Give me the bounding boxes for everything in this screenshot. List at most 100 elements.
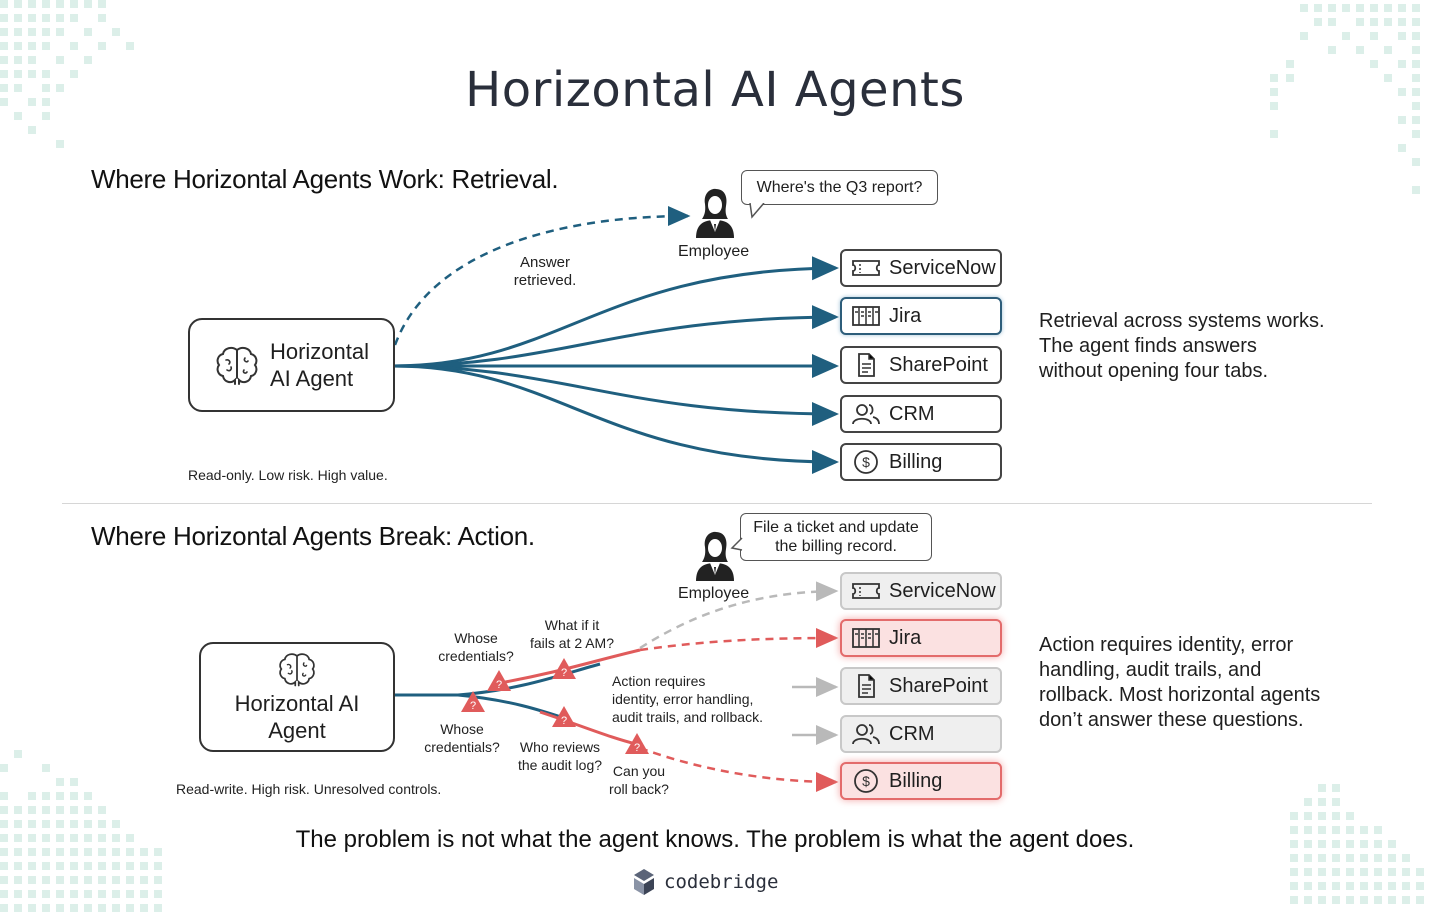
flow-billing xyxy=(392,364,839,474)
svg-text:?: ? xyxy=(561,667,567,679)
ticket-icon xyxy=(852,260,880,276)
system-label: Billing xyxy=(889,769,943,792)
action-upper-red xyxy=(499,648,641,685)
dollar-icon: $ xyxy=(854,769,878,793)
document-icon xyxy=(858,353,875,377)
action-requires-note: Action requires identity, error handling… xyxy=(612,672,790,726)
retrieval-heading: Where Horizontal Agents Work: Retrieval. xyxy=(91,164,559,195)
employee-label: Employee xyxy=(678,585,750,602)
question-audit: Who reviews the audit log? xyxy=(508,738,612,774)
question-rollback: Can you roll back? xyxy=(600,762,678,798)
users-icon xyxy=(852,404,880,425)
question-line: credentials? xyxy=(438,648,514,664)
brand-name: codebridge xyxy=(664,871,779,893)
system-label: CRM xyxy=(889,722,935,745)
action-system-servicenow[interactable]: ServiceNow xyxy=(840,572,1002,610)
question-fails: What if it fails at 2 AM? xyxy=(520,616,624,652)
system-label: SharePoint xyxy=(889,674,988,697)
question-line: What if it xyxy=(544,617,600,633)
system-label: Jira xyxy=(889,304,922,327)
warning-icon: ? xyxy=(487,670,511,691)
flow-crm xyxy=(392,364,839,426)
note-line: identity, error handling, xyxy=(612,691,754,707)
page-title: Horizontal AI Agents xyxy=(465,62,965,118)
agent-label-line2: AI Agent xyxy=(269,366,354,391)
system-servicenow[interactable]: ServiceNow xyxy=(840,249,1002,287)
flow-servicenow xyxy=(392,256,839,368)
flow-answer xyxy=(393,206,691,346)
system-label: SharePoint xyxy=(889,353,988,376)
action-to-servicenow xyxy=(639,581,839,650)
system-sharepoint[interactable]: SharePoint xyxy=(840,346,1002,384)
system-label: Billing xyxy=(889,450,943,473)
side-line: rollback. Most horizontal agents xyxy=(1039,684,1321,706)
action-system-jira[interactable]: Jira xyxy=(840,619,1002,657)
question-line: fails at 2 AM? xyxy=(529,635,615,651)
side-line: handling, audit trails, and xyxy=(1039,659,1262,681)
svg-text:?: ? xyxy=(496,679,502,691)
side-line: The agent finds answers xyxy=(1039,335,1257,357)
document-icon xyxy=(858,674,875,698)
system-label: ServiceNow xyxy=(889,579,996,602)
question-line: Can you xyxy=(612,763,666,779)
system-label: ServiceNow xyxy=(889,256,996,279)
side-line: don’t answer these questions. xyxy=(1039,709,1304,731)
side-line: without opening four tabs. xyxy=(1039,360,1269,382)
action-side-text: Action requires identity, error handling… xyxy=(1039,633,1359,733)
retrieval-agent-box: Horizontal AI Agent xyxy=(188,318,395,412)
action-lower-red xyxy=(539,710,641,747)
question-whose-top: Whose credentials? xyxy=(428,629,524,665)
question-line: credentials? xyxy=(424,739,500,755)
dollar-icon: $ xyxy=(854,450,878,474)
system-crm[interactable]: CRM xyxy=(840,395,1002,433)
brand-logo: codebridge xyxy=(632,868,778,896)
action-system-crm[interactable]: CRM xyxy=(840,715,1002,753)
question-line: Whose xyxy=(440,721,484,737)
question-line: roll back? xyxy=(609,781,669,797)
system-label: CRM xyxy=(889,402,935,425)
brain-icon xyxy=(279,653,315,687)
question-whose-bottom: Whose credentials? xyxy=(414,720,510,756)
retrieval-side-text: Retrieval across systems works. The agen… xyxy=(1039,309,1359,384)
retrieval-heading-rest: Retrieval. xyxy=(451,164,559,194)
board-icon xyxy=(852,306,880,326)
action-system-billing[interactable]: $ Billing xyxy=(840,762,1002,800)
bubble-tail xyxy=(730,537,743,551)
answer-note-line1: Answer xyxy=(519,254,571,271)
action-speech-bubble: File a ticket and update the billing rec… xyxy=(740,513,932,561)
board-icon xyxy=(852,628,880,648)
bubble-line: the billing record. xyxy=(775,538,897,555)
flow-jira xyxy=(392,305,839,368)
svg-text:$: $ xyxy=(862,454,870,470)
system-jira[interactable]: Jira xyxy=(840,297,1002,335)
agent-label-line2: Agent xyxy=(268,718,326,743)
side-line: Retrieval across systems works. xyxy=(1039,310,1325,332)
brain-icon xyxy=(216,346,258,385)
svg-text:?: ? xyxy=(561,715,567,727)
section-divider xyxy=(62,503,1372,504)
employee-icon xyxy=(696,188,734,238)
answer-note-line2: retrieved. xyxy=(513,272,577,289)
bubble-line: File a ticket and update xyxy=(753,519,919,536)
svg-text:?: ? xyxy=(634,742,640,754)
system-billing[interactable]: $ Billing xyxy=(840,443,1002,481)
decor-pixels-bottom-left xyxy=(0,740,180,914)
action-system-sharepoint[interactable]: SharePoint xyxy=(840,667,1002,705)
note-line: Action requires xyxy=(612,673,706,689)
system-label: Jira xyxy=(889,626,922,649)
side-line: Action requires identity, error xyxy=(1039,634,1294,656)
action-upper-branch xyxy=(457,662,601,697)
svg-text:$: $ xyxy=(862,773,870,789)
action-to-billing xyxy=(639,746,839,792)
action-agent-box: Horizontal AI Agent xyxy=(199,642,395,752)
retrieval-speech-bubble: Where's the Q3 report? xyxy=(741,170,938,205)
warning-icon: ? xyxy=(625,733,649,754)
footer-statement: The problem is not what the agent knows.… xyxy=(295,826,1135,853)
note-line: audit trails, and rollback. xyxy=(612,709,763,725)
employee-icon xyxy=(696,531,734,581)
action-to-jira xyxy=(639,628,839,652)
decor-pixels-bottom-right xyxy=(1290,780,1430,914)
ticket-icon xyxy=(852,583,880,599)
employee-label: Employee xyxy=(678,243,750,260)
